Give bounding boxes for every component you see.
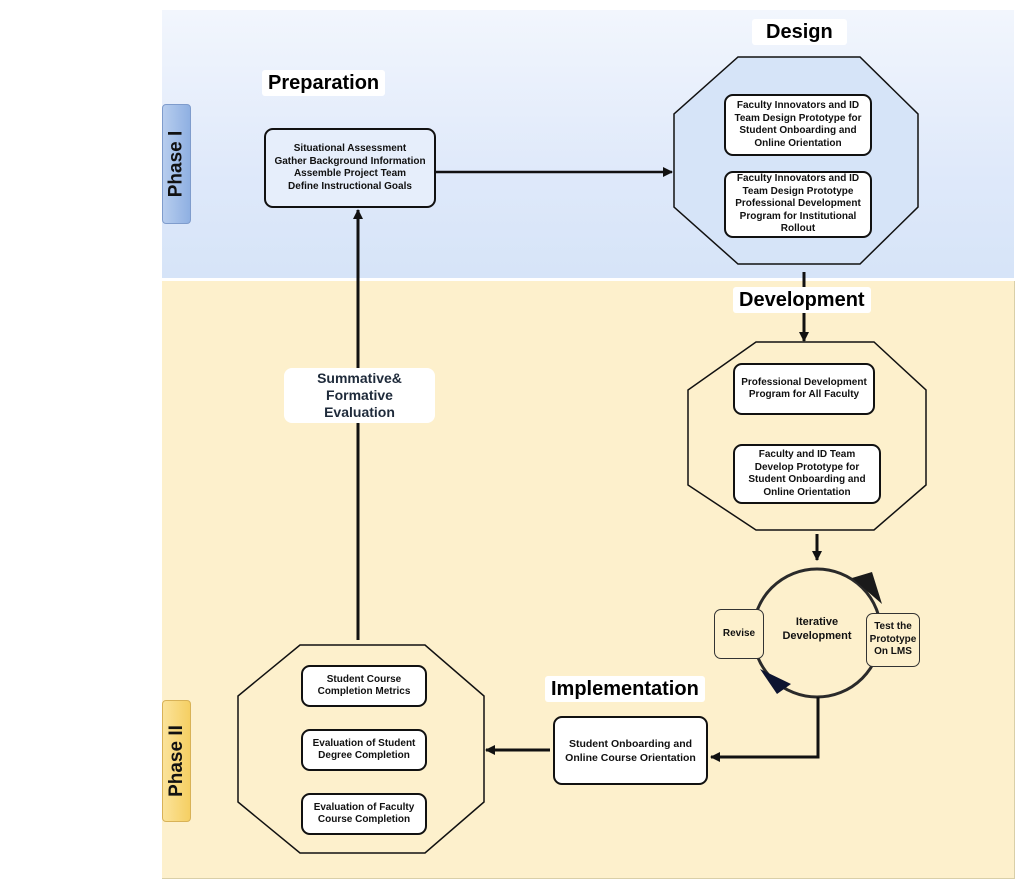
development-item: Faculty and ID Team Develop Prototype fo… [733, 444, 881, 504]
implementation-box: Student Onboarding and Online Course Ori… [553, 716, 708, 785]
design-heading: Design [752, 19, 847, 45]
revise-box: Revise [714, 609, 764, 659]
development-item: Professional Development Program for All… [733, 363, 875, 415]
evaluation-label: Summative& Formative Evaluation [284, 368, 435, 423]
iterative-development-label: Iterative Development [782, 616, 852, 642]
evaluation-item: Student Course Completion Metrics [301, 665, 427, 707]
development-heading: Development [733, 287, 871, 313]
cycle-arrow-to-revise [760, 669, 791, 694]
preparation-box: Situational Assessment Gather Background… [264, 128, 436, 208]
preparation-line: Gather Background Information [274, 155, 426, 167]
evaluation-item: Evaluation of Faculty Course Completion [301, 793, 427, 835]
test-prototype-box: Test the Prototype On LMS [866, 613, 920, 667]
implementation-heading: Implementation [545, 676, 705, 702]
arrow-cycle-to-implementation [710, 697, 820, 762]
phase-2-tab: Phase II [162, 700, 191, 822]
phase-1-tab: Phase I [162, 104, 191, 224]
preparation-line: Situational Assessment [293, 143, 407, 154]
preparation-line: Define Instructional Goals [288, 180, 412, 192]
preparation-line: Assemble Project Team [293, 168, 407, 179]
cycle-arrow-to-test [852, 572, 882, 604]
evaluation-item: Evaluation of Student Degree Completion [301, 729, 427, 771]
design-item: Faculty Innovators and ID Team Design Pr… [724, 171, 872, 238]
preparation-heading: Preparation [262, 70, 386, 96]
design-item: Faculty Innovators and ID Team Design Pr… [724, 94, 872, 156]
